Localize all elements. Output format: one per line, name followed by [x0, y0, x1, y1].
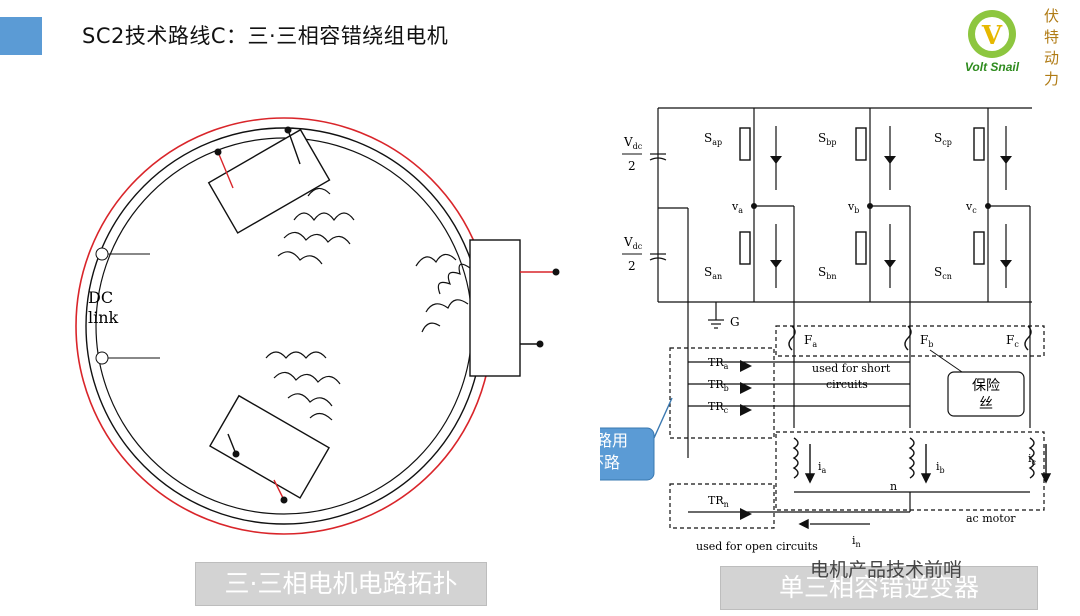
node-label-b: vb — [847, 200, 859, 215]
motor-topology-diagram: DC link — [75, 117, 560, 535]
coil-right — [415, 253, 471, 333]
fuse-label-c: Fc — [1006, 333, 1019, 349]
fuse-label-a: Fa — [804, 333, 817, 349]
switch-label-bn: Sbn — [818, 265, 837, 281]
fuse-callout-box — [947, 371, 1025, 417]
triac-label-n: TRn — [708, 494, 729, 509]
converter-module-right — [469, 239, 521, 377]
logo-mark-letter: V — [981, 21, 1003, 51]
fuse-label-b: Fb — [920, 333, 933, 349]
brand-logo: V Volt Snail 伏特动力 — [948, 4, 1073, 88]
vdc-bottom-denominator: 2 — [628, 259, 636, 273]
motor-coils — [788, 325, 1035, 479]
triac-label-c: TRc — [708, 400, 729, 415]
ac-motor-label: ac motor — [966, 512, 1016, 525]
short-circuit-note-2: circuits — [826, 378, 868, 391]
right-caption: 单三相容错逆变器 — [720, 566, 1038, 610]
switch-label-an: San — [704, 265, 722, 281]
logo-chinese-text: 伏特动力 — [1044, 7, 1060, 88]
switch-label-ap: Sap — [704, 131, 722, 147]
inverter-panel: Vdc 2 Vdc 2 Sap Sbp Scp San Sbn Scn va v… — [553, 98, 1070, 558]
loop-callout-text-2: 环路 — [587, 453, 620, 472]
vdc-bottom-label: Vdc — [623, 235, 643, 251]
neutral-current-label: in — [852, 534, 861, 549]
triac-label-b: TRb — [708, 378, 729, 393]
current-label-c: ic — [1028, 452, 1037, 467]
switch-label-bp: Sbp — [818, 131, 836, 147]
watermark-text: 电机产品技术前哨 — [810, 559, 963, 581]
loop-callout-label: 短路用 环路 — [556, 430, 652, 474]
node-label-a: va — [731, 200, 743, 215]
short-circuit-note-1: used for short — [812, 362, 891, 375]
diode-glyphs — [740, 156, 1012, 520]
ground-label: G — [730, 315, 740, 329]
triac-label-a: TRa — [708, 356, 729, 371]
motor-topology-panel: DC link — [48, 100, 600, 550]
dc-terminal-top — [95, 247, 109, 261]
switch-glyphs — [739, 127, 985, 265]
logo-mark-icon: V — [968, 10, 1016, 58]
dc-terminal-bottom — [95, 351, 109, 365]
vdc-top-denominator: 2 — [628, 159, 636, 173]
slide-title: SC2技术路线C：三·三相容错绕组电机 — [82, 24, 449, 48]
node-label-c: vc — [965, 200, 977, 215]
left-caption: 三·三相电机电路拓扑 — [195, 562, 487, 606]
logo-brand-text: Volt Snail — [964, 60, 1020, 74]
switch-label-cn: Scn — [934, 265, 952, 281]
dc-label: DC — [88, 288, 113, 307]
converter-module-lower — [209, 394, 330, 499]
fuse-callout-text-1: 保险 — [972, 378, 1000, 394]
vdc-top-label: Vdc — [623, 135, 643, 151]
coil-lower — [265, 351, 341, 421]
title-accent-bar — [0, 17, 42, 55]
inverter-diagram: Vdc 2 Vdc 2 Sap Sbp Scp San Sbn Scn va v… — [553, 107, 1052, 553]
link-label: link — [88, 308, 119, 327]
neutral-label: n — [890, 480, 897, 493]
switch-label-cp: Scp — [934, 131, 952, 147]
loop-callout-text-1: 短路用 — [579, 431, 628, 450]
current-label-a: ia — [818, 460, 827, 475]
open-circuit-note: used for open circuits — [696, 540, 818, 553]
coil-upper — [277, 187, 355, 265]
fuse-callout-text-2: 丝 — [979, 396, 993, 412]
converter-module-upper — [207, 128, 331, 234]
current-label-b: ib — [936, 460, 945, 475]
